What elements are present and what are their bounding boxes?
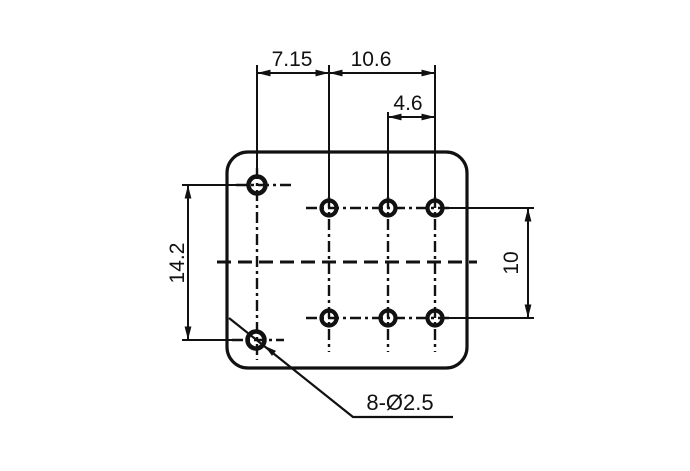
pin-hole-top-1	[319, 198, 339, 218]
pin-hole-top-2	[378, 198, 398, 218]
arrow-dim-14-2-bottom	[184, 326, 192, 340]
arrow-dim-7-15-right	[315, 69, 329, 77]
mount-hole-bottom-left	[245, 329, 267, 351]
pin-hole-bottom-2	[378, 308, 398, 328]
arrow-dim-7-15-left	[257, 69, 271, 77]
arrow-leader-hole-callout	[264, 345, 276, 356]
part-outline	[225, 150, 469, 370]
arrow-dim-4-6-right	[421, 113, 435, 121]
mount-hole-top-left	[246, 174, 268, 196]
pin-hole-top-3	[425, 198, 445, 218]
dim-label-10: 10	[500, 251, 523, 274]
dim-label-10-6: 10.6	[351, 48, 392, 71]
arrow-dim-14-2-top	[184, 185, 192, 199]
pin-hole-bottom-1	[319, 308, 339, 328]
arrow-dim-10-6-left	[329, 69, 343, 77]
pin-hole-bottom-3	[425, 308, 445, 328]
arrow-dim-10-6-right	[421, 69, 435, 77]
arrow-dim-10-bottom	[524, 304, 532, 318]
arrow-dim-10-top	[524, 208, 532, 222]
dim-label-14-2: 14.2	[166, 243, 189, 284]
hole-callout-label: 8-Ø2.5	[366, 390, 433, 415]
arrow-dim-4-6-left	[388, 113, 402, 121]
dim-label-7-15: 7.15	[272, 48, 313, 71]
dim-label-4-6: 4.6	[393, 92, 422, 115]
